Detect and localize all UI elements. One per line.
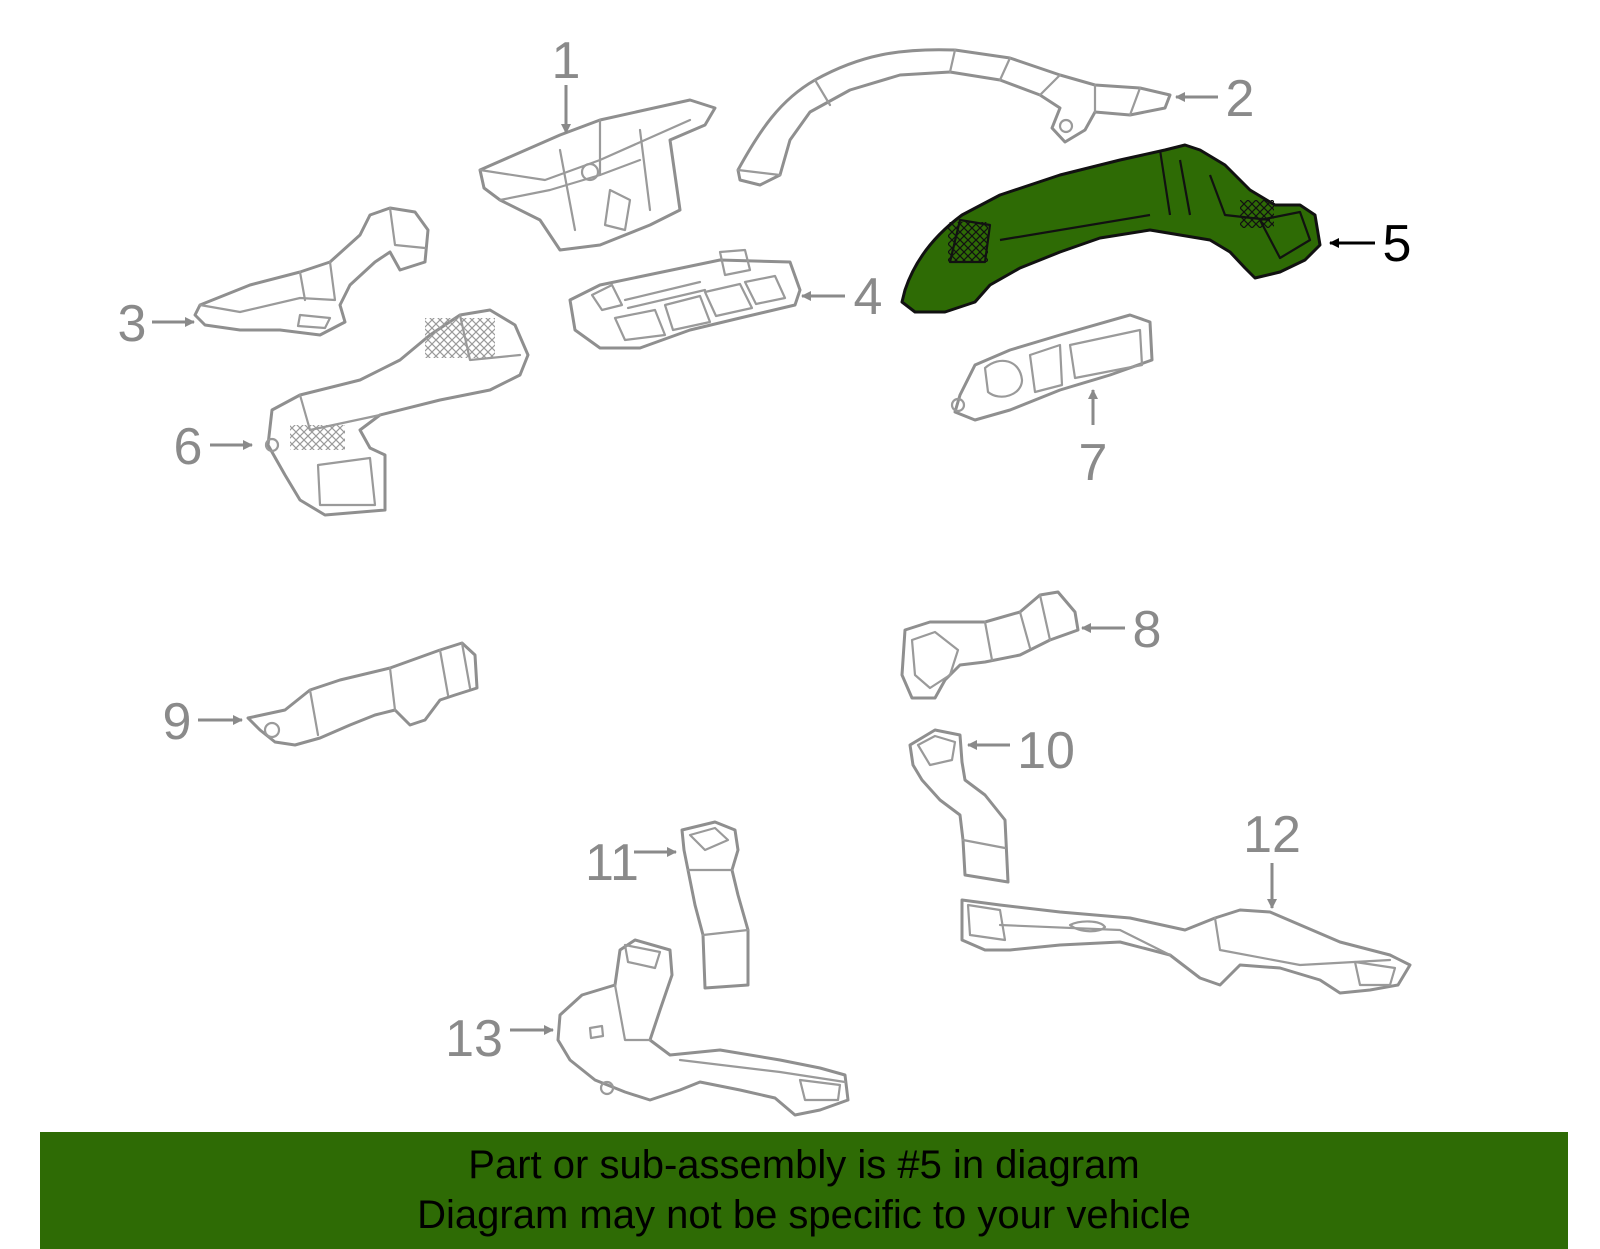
callout-7: 7 — [1079, 434, 1108, 492]
mesh-grille-right — [1240, 200, 1274, 228]
part-4-vent-bezel[interactable] — [568, 248, 802, 350]
part-7-vent-bracket[interactable] — [950, 313, 1154, 422]
part-3-left-duct[interactable] — [193, 206, 430, 337]
callout-3: 3 — [118, 295, 147, 353]
part-6-left-long-duct[interactable] — [264, 308, 530, 517]
info-banner: Part or sub-assembly is #5 in diagram Di… — [40, 1132, 1568, 1249]
part-1-center-vent[interactable] — [478, 98, 717, 252]
callout-8: 8 — [1133, 601, 1162, 659]
callout-11: 11 — [585, 834, 639, 892]
callout-5: 5 — [1383, 215, 1412, 273]
banner-line-2: Diagram may not be specific to your vehi… — [417, 1193, 1191, 1237]
part-11-vertical-duct[interactable] — [680, 820, 750, 990]
part-2-upper-duct[interactable] — [736, 48, 1172, 187]
banner-line-1: Part or sub-assembly is #5 in diagram — [468, 1143, 1140, 1187]
callout-10: 10 — [1017, 722, 1075, 780]
part-5-highlighted-duct[interactable] — [900, 143, 1322, 314]
part-13-lower-floor-duct[interactable] — [556, 938, 850, 1117]
mesh-grille-left — [948, 222, 988, 262]
callout-2: 2 — [1226, 70, 1255, 128]
part-9-left-lower-duct[interactable] — [246, 641, 479, 747]
mesh-grille-6b — [425, 318, 495, 358]
callout-1: 1 — [552, 32, 581, 90]
callout-6: 6 — [174, 418, 203, 476]
part-8-small-duct[interactable] — [900, 590, 1080, 700]
part-10-vertical-duct[interactable] — [908, 728, 1010, 884]
callout-9: 9 — [163, 693, 192, 751]
callout-12: 12 — [1243, 806, 1301, 864]
part-12-floor-duct[interactable] — [960, 898, 1412, 995]
callout-4: 4 — [854, 268, 883, 326]
callout-13: 13 — [445, 1010, 503, 1068]
